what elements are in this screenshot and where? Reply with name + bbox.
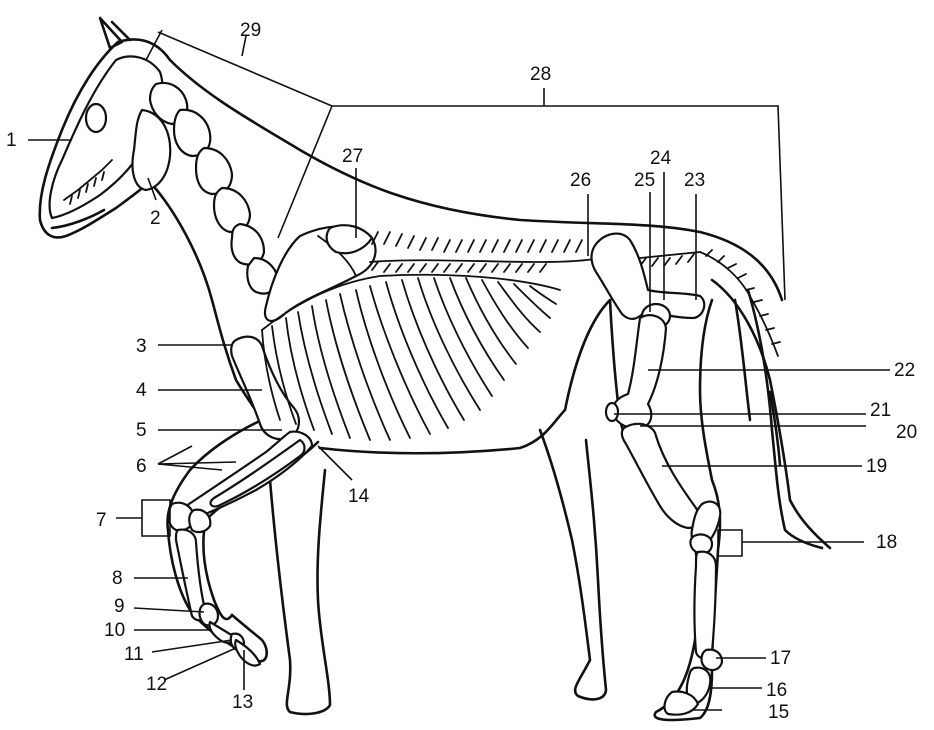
spine (370, 232, 780, 356)
label-21: 21 (870, 400, 891, 421)
label-6: 6 (136, 456, 147, 477)
label-1: 1 (6, 130, 17, 151)
label-7: 7 (96, 510, 107, 531)
label-16: 16 (766, 680, 787, 701)
label-10: 10 (104, 620, 125, 641)
scapula (169, 225, 376, 665)
label-18: 18 (876, 532, 897, 553)
label-13: 13 (232, 692, 253, 713)
label-20: 20 (896, 422, 917, 443)
cervical-vertebrae (150, 83, 278, 294)
label-3: 3 (136, 336, 147, 357)
label-26: 26 (570, 170, 591, 191)
label-12: 12 (146, 674, 167, 695)
label-29: 29 (240, 20, 261, 41)
label-9: 9 (114, 596, 125, 617)
label-2: 2 (150, 208, 161, 229)
skull (50, 56, 171, 218)
label-5: 5 (136, 420, 147, 441)
label-27: 27 (342, 146, 363, 167)
label-14: 14 (348, 486, 370, 507)
label-4: 4 (136, 380, 147, 401)
label-17: 17 (770, 648, 791, 669)
label-15: 15 (768, 702, 789, 723)
label-22: 22 (894, 360, 915, 381)
label-23: 23 (684, 170, 705, 191)
label-19: 19 (866, 456, 887, 477)
label-24: 24 (650, 148, 672, 169)
label-25: 25 (634, 170, 655, 191)
label-11: 11 (124, 644, 144, 665)
label-28: 28 (530, 64, 551, 85)
label-8: 8 (112, 568, 123, 589)
